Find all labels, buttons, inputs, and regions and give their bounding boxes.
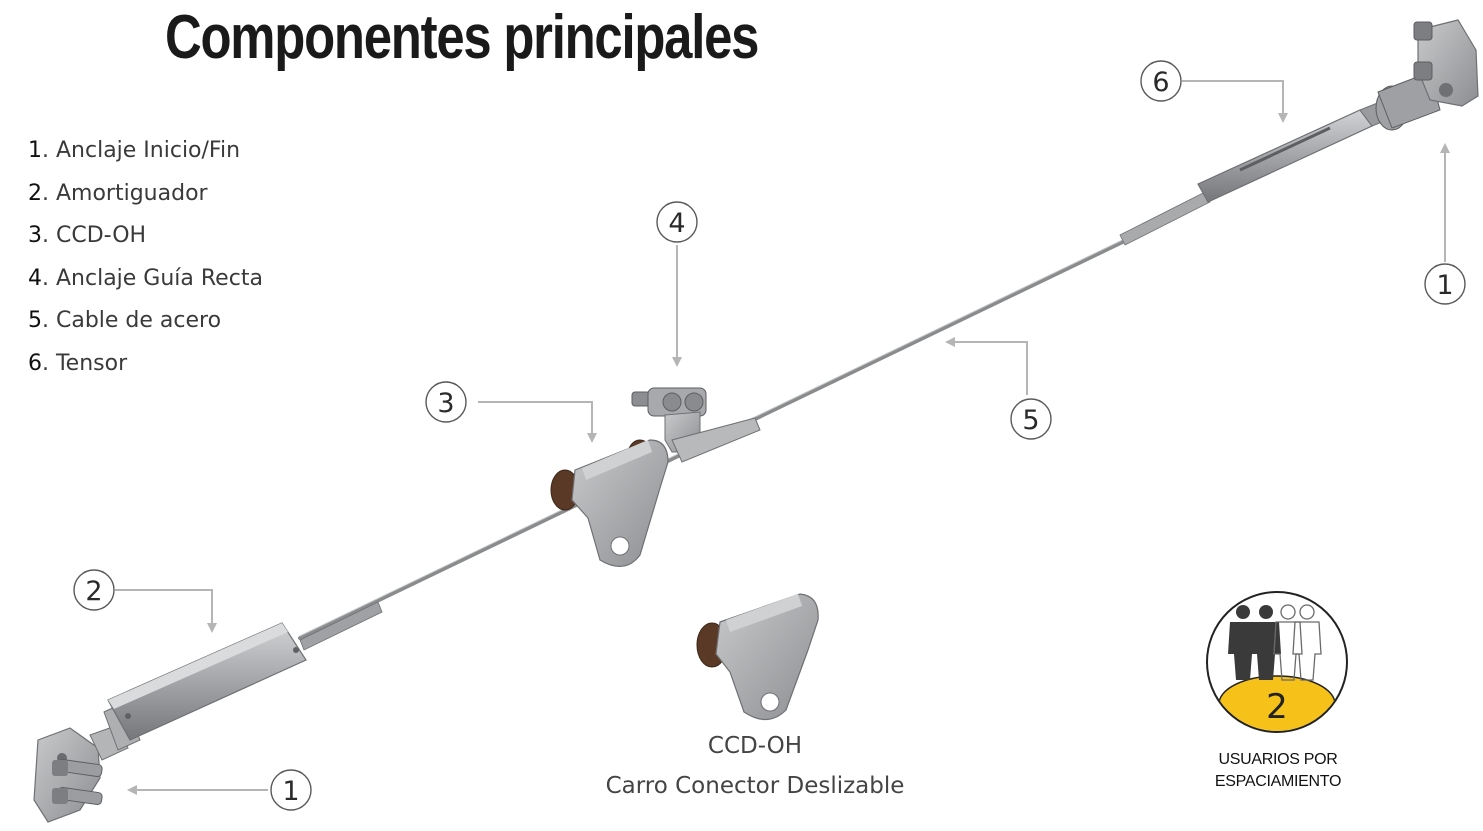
- legend-item-5: 5. Cable de acero: [28, 308, 222, 333]
- ccd-caption-code: CCD-OH: [707, 733, 803, 759]
- callout-3: 3: [425, 381, 467, 423]
- svg-text:6: 6: [1152, 67, 1169, 98]
- svg-text:2: 2: [85, 576, 102, 607]
- ccd-caption-description: Carro Conector Deslizable: [605, 773, 905, 799]
- legend-item-2: 2. Amortiguador: [28, 180, 208, 206]
- callout-leaders: [115, 80, 1450, 795]
- legend-item-3: 3. CCD-OH: [28, 223, 147, 248]
- legend-item-1: 1. Anclaje Inicio/Fin: [28, 138, 241, 163]
- callout-6: 6: [1140, 60, 1182, 102]
- callout-2: 2: [73, 569, 115, 611]
- svg-text:1: 1: [282, 776, 299, 807]
- callout-1-bottom: 1: [270, 769, 312, 811]
- shock-absorber: [103, 601, 383, 751]
- svg-text:1: 1: [1436, 270, 1453, 301]
- legend-item-6: 6. Tensor: [28, 350, 128, 376]
- users-icon: [1228, 604, 1322, 681]
- carriage-product-image: [696, 593, 819, 721]
- sliding-carriage: [550, 439, 669, 567]
- users-caption-line2: ESPACIAMIENTO: [1214, 773, 1342, 790]
- page-title: Componentes principales: [165, 3, 759, 72]
- users-count: 2: [1266, 687, 1288, 727]
- users-caption: USUARIOS POR ESPACIAMIENTO: [1178, 749, 1378, 793]
- legend-item-4: 4. Anclaje Guía Recta: [28, 265, 263, 291]
- end-anchor: [1375, 19, 1479, 131]
- svg-text:3: 3: [437, 388, 454, 419]
- callout-5: 5: [1010, 398, 1052, 440]
- users-badge: 2: [1206, 591, 1348, 733]
- svg-text:5: 5: [1022, 405, 1039, 436]
- callout-4: 4: [656, 201, 698, 243]
- svg-text:4: 4: [668, 208, 685, 239]
- ccd-caption: CCD-OH Carro Conector Deslizable: [560, 726, 950, 806]
- callout-1-top: 1: [1424, 263, 1466, 305]
- guide-anchor: [631, 387, 761, 463]
- components-legend: 1. Anclaje Inicio/Fin 2. Amortiguador 3.…: [28, 136, 263, 391]
- users-caption-line1: USUARIOS POR: [1218, 751, 1338, 768]
- turnbuckle-tensor: [1119, 99, 1393, 246]
